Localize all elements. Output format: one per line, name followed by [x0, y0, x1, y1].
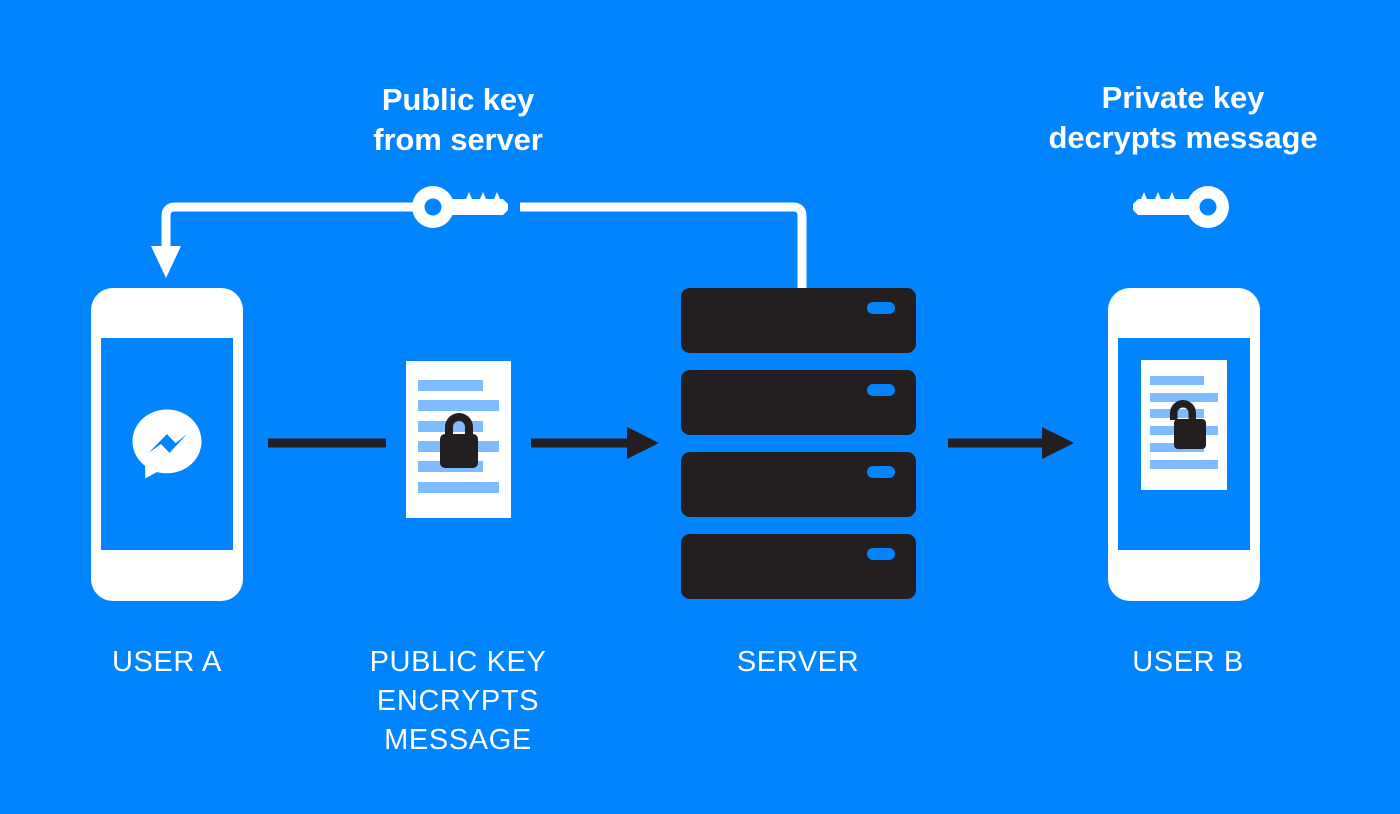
- caption-user-b: USER B: [1132, 646, 1244, 678]
- public-key-to-user-a-arrowhead: [151, 246, 181, 278]
- encrypted-message-document: [406, 361, 511, 518]
- document-text-line: [1150, 460, 1218, 470]
- caption-public-key-encrypts-message: PUBLIC KEY ENCRYPTS MESSAGE: [369, 646, 547, 756]
- server-led-icon: [867, 384, 895, 396]
- server-unit: [681, 452, 916, 517]
- public-key-to-user-a-line: [161, 202, 418, 250]
- document-text-line: [417, 379, 483, 391]
- annotation-public-key-from-server: Public key from server: [373, 82, 543, 157]
- document-text-line: [1150, 392, 1218, 402]
- public-key-icon: [412, 186, 508, 228]
- messenger-logo-icon: [132, 409, 202, 479]
- document-text-line: [1150, 375, 1204, 385]
- flow-arrowhead-server-to-user-b: [1042, 427, 1074, 459]
- document-text-line: [417, 400, 500, 412]
- server-unit: [681, 534, 916, 599]
- padlock-unlocked-icon: [1170, 400, 1206, 450]
- annotation-private-key-decrypts-message: Private key decrypts message: [1048, 80, 1318, 155]
- private-key-icon: [1133, 186, 1229, 228]
- server-led-icon: [867, 466, 895, 478]
- server-unit: [681, 370, 916, 435]
- server-led-icon: [867, 548, 895, 560]
- flow-arrowhead-document-to-server: [627, 427, 659, 459]
- caption-user-a: USER A: [112, 646, 222, 678]
- padlock-locked-icon: [439, 412, 478, 468]
- server-led-icon: [867, 302, 895, 314]
- public-key-from-server-line: [520, 202, 807, 292]
- caption-server: SERVER: [736, 646, 860, 678]
- document-text-line: [417, 481, 500, 493]
- server-unit: [681, 288, 916, 353]
- decrypted-message-document: [1141, 360, 1227, 490]
